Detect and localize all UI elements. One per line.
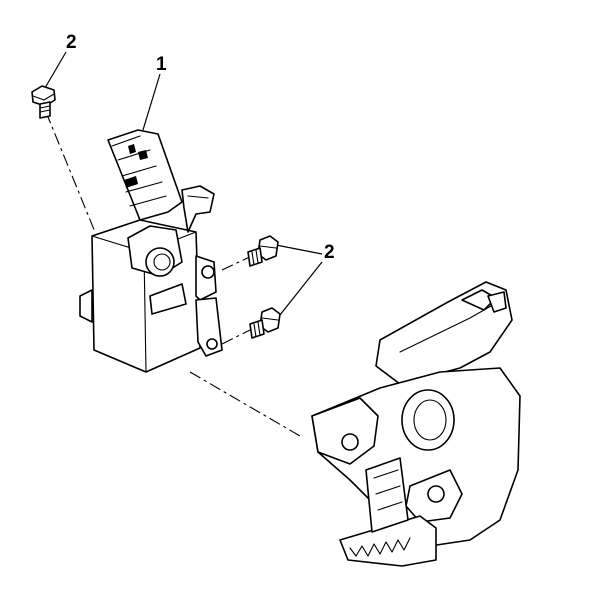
callout-2-right: 2 — [324, 242, 335, 263]
callout-2-top-left: 2 — [66, 32, 77, 53]
steering-knuckle — [311, 281, 521, 567]
callout-1-bracket: 1 — [156, 54, 167, 75]
bolt-top-left — [31, 85, 56, 119]
bracket-part-1 — [79, 129, 223, 373]
leader-lines — [44, 51, 323, 321]
bolt-upper-right — [247, 235, 279, 267]
bolt-lower-right — [249, 307, 281, 339]
